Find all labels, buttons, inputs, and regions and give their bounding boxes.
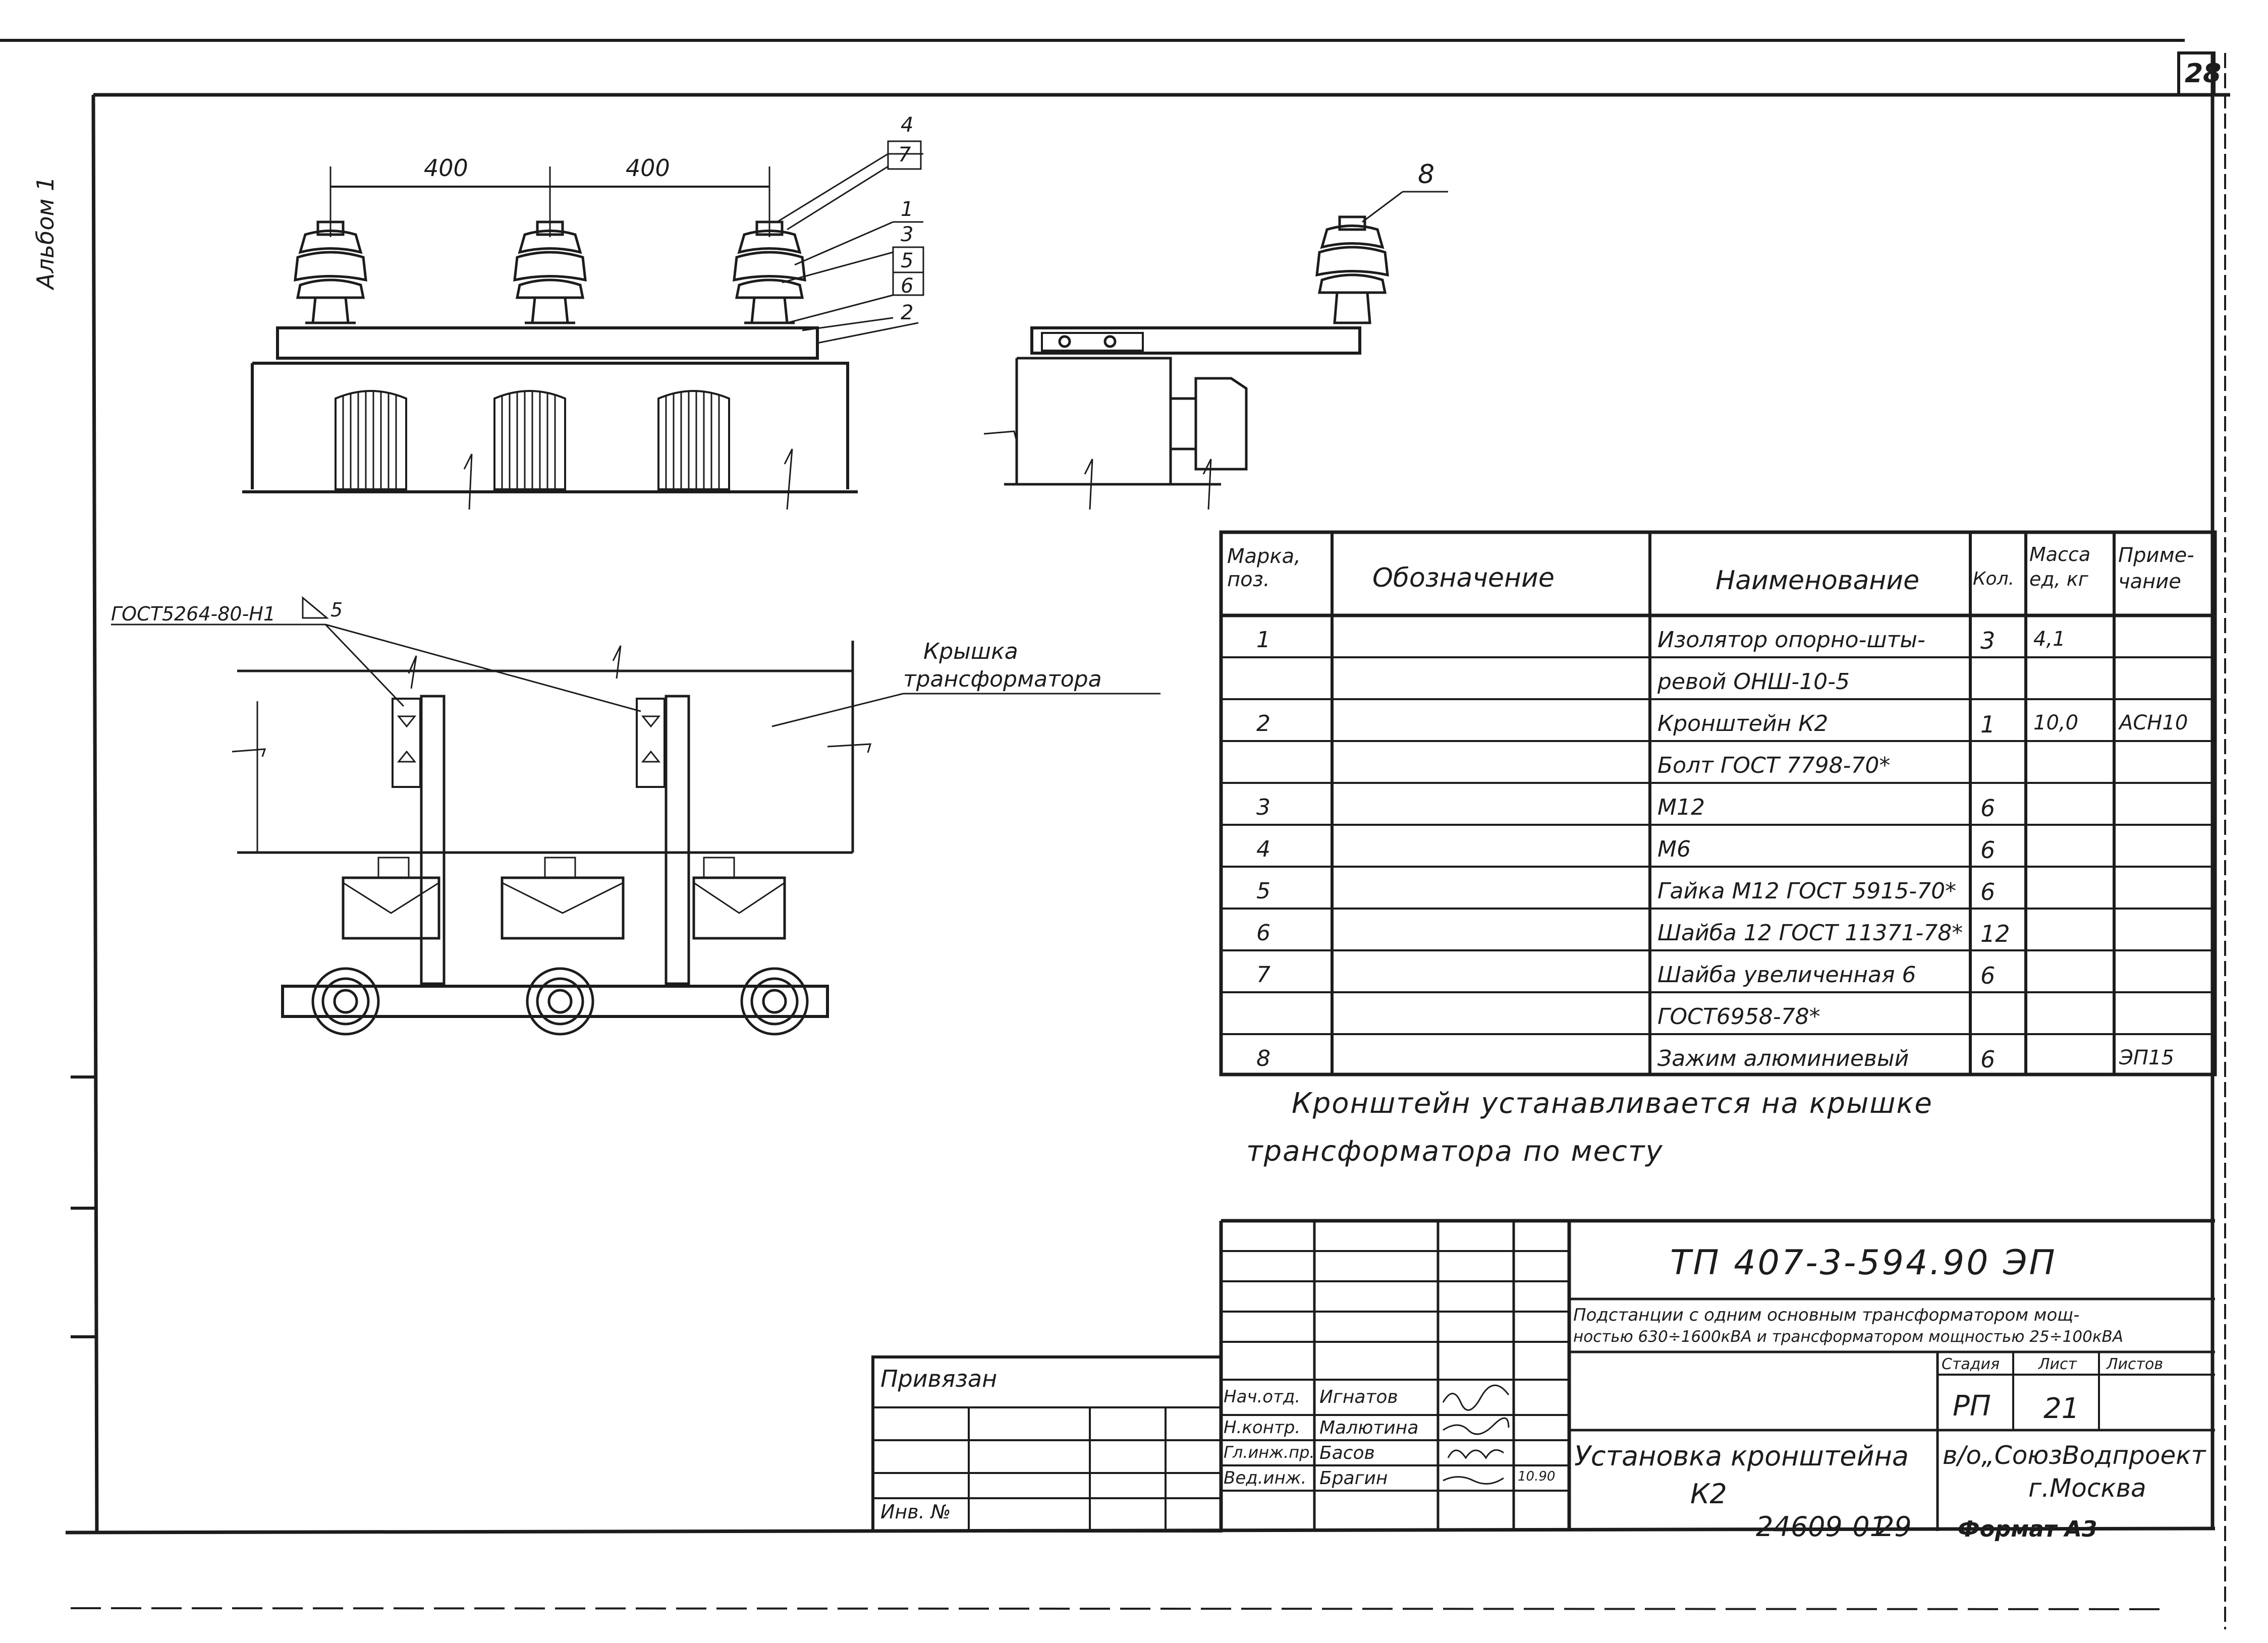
drawing-title-line2: К2 [1690, 1478, 1727, 1510]
callout-2: 2 [901, 301, 914, 324]
install-note-line2: трансформатора по месту [1246, 1135, 1664, 1168]
role-1: Нач.отд. [1224, 1387, 1301, 1407]
callout-6: 6 [901, 274, 914, 298]
cover-label-line2: трансформатора [903, 666, 1102, 692]
spec-cell-note: АСН10 [2119, 711, 2188, 734]
spec-cell-qty: 6 [1980, 1046, 1996, 1073]
callout-3: 3 [901, 223, 914, 246]
spec-cell-mark: 8 [1256, 1046, 1270, 1071]
spec-cell-name: Изолятор опорно-шты- [1657, 627, 1925, 653]
spec-cell-name: Гайка М12 ГОСТ 5915-70* [1657, 878, 1957, 904]
spec-cell-mark: 4 [1256, 836, 1270, 862]
header-name: Наименование [1716, 565, 1920, 596]
name-2: Малютина [1319, 1418, 1419, 1438]
spec-cell-note: ЭП15 [2119, 1046, 2174, 1069]
spec-cell-qty: 6 [1980, 878, 1996, 905]
doc-code: ТП 407-3-594.90 ЭП [1670, 1243, 2057, 1283]
spec-cell-mark: 6 [1256, 920, 1270, 946]
header-qty: Кол. [1973, 569, 2015, 589]
insulator-1 [294, 220, 367, 324]
spec-cell-qty: 12 [1980, 920, 2010, 947]
project-line2: ностью 630÷1600кВА и трансформатором мощ… [1573, 1328, 2124, 1346]
name-3: Басов [1319, 1443, 1375, 1463]
spec-cell-name: Шайба 12 ГОСТ 11371-78* [1657, 920, 1963, 946]
callout-5: 5 [901, 249, 914, 272]
spec-cell-name: ревой ОНШ-10-5 [1657, 669, 1850, 695]
spec-cell-qty: 6 [1980, 795, 1996, 822]
spec-cell-qty: 1 [1980, 711, 1996, 738]
paper-format: Формат А3 [1958, 1516, 2097, 1542]
spec-cell-mark: 1 [1256, 627, 1270, 653]
archive-number: 24609-01 [1756, 1511, 1887, 1543]
callout-8: 8 [1418, 159, 1435, 190]
weld-note: ГОСТ5264-80-Н1 [111, 603, 276, 625]
name-4: Брагин [1319, 1468, 1388, 1489]
spec-cell-name: ГОСТ6958-78* [1657, 1004, 1820, 1030]
spec-cell-qty: 6 [1980, 836, 1996, 864]
insulator-2 [513, 220, 587, 324]
role-4: Вед.инж. [1224, 1468, 1307, 1488]
sheet-frame [0, 39, 2230, 1629]
page-number: 29 [1877, 1511, 1912, 1543]
callout-7: 7 [898, 143, 911, 166]
spec-cell-qty: 3 [1980, 627, 1996, 654]
weld-size: 5 [330, 599, 343, 621]
linked-label: Привязан [880, 1365, 998, 1392]
dimension-400-left: 400 [424, 154, 468, 182]
sheet-label: Лист [2038, 1355, 2077, 1373]
header-mass: Масса ед, кг [2029, 543, 2091, 591]
spec-cell-name: Шайба увеличенная 6 [1657, 962, 1916, 988]
drawing-title-line1: Установка кронштейна [1574, 1440, 1909, 1472]
spec-cell-name: Кронштейн К2 [1657, 711, 1829, 736]
install-note-line1: Кронштейн устанавливается на крышке [1292, 1087, 1933, 1120]
spec-cell-mark: 7 [1256, 962, 1270, 988]
name-1: Игнатов [1319, 1387, 1398, 1407]
view-side-insulator [983, 191, 1448, 510]
sheets-label: Листов [2107, 1355, 2164, 1373]
view-plan-bracket [111, 596, 1160, 1036]
spec-cell-name: Зажим алюминиевый [1657, 1046, 1909, 1071]
spec-cell-mass: 4,1 [2033, 628, 2066, 651]
org-line1: в/о„СоюзВодпроект [1943, 1441, 2206, 1470]
spec-cell-mark: 2 [1256, 711, 1270, 736]
stage-label: Стадия [1942, 1355, 2000, 1373]
project-line1: Подстанции с одним основным трансформато… [1573, 1305, 2080, 1325]
dimension-400-right: 400 [626, 154, 670, 182]
stage-value: РП [1953, 1390, 1991, 1423]
callout-4: 4 [901, 114, 914, 137]
approval-date: 10.90 [1518, 1469, 1556, 1484]
role-3: Гл.инж.пр. [1224, 1443, 1315, 1462]
spec-cell-name: М12 [1657, 795, 1705, 820]
spec-cell-name: Болт ГОСТ 7798-70* [1657, 753, 1891, 778]
spec-cell-qty: 6 [1980, 962, 1996, 989]
org-line2: г.Москва [2028, 1474, 2146, 1503]
sheet-number: 28 [2185, 59, 2222, 89]
inv-label: Инв. № [880, 1501, 951, 1523]
spec-cell-mark: 5 [1256, 878, 1270, 904]
header-mark: Марка, поз. [1227, 545, 1301, 591]
header-designation: Обозначение [1372, 563, 1555, 593]
spec-cell-name: М6 [1657, 836, 1691, 862]
insulator-3 [733, 220, 806, 324]
album-label: Альбом 1 [32, 176, 59, 289]
callout-1: 1 [901, 198, 914, 221]
signatures [1442, 1384, 1510, 1485]
cover-label-line1: Крышка [923, 639, 1018, 664]
sheet-value: 21 [2043, 1392, 2080, 1425]
spec-table-grid [1219, 530, 2217, 1077]
role-2: Н.контр. [1224, 1418, 1301, 1438]
spec-cell-mark: 3 [1256, 795, 1270, 820]
header-note: Приме- чание [2118, 544, 2194, 593]
spec-cell-mass: 10,0 [2033, 711, 2079, 734]
title-block-grid [871, 1219, 2215, 1533]
view-front-insulators [242, 140, 924, 510]
